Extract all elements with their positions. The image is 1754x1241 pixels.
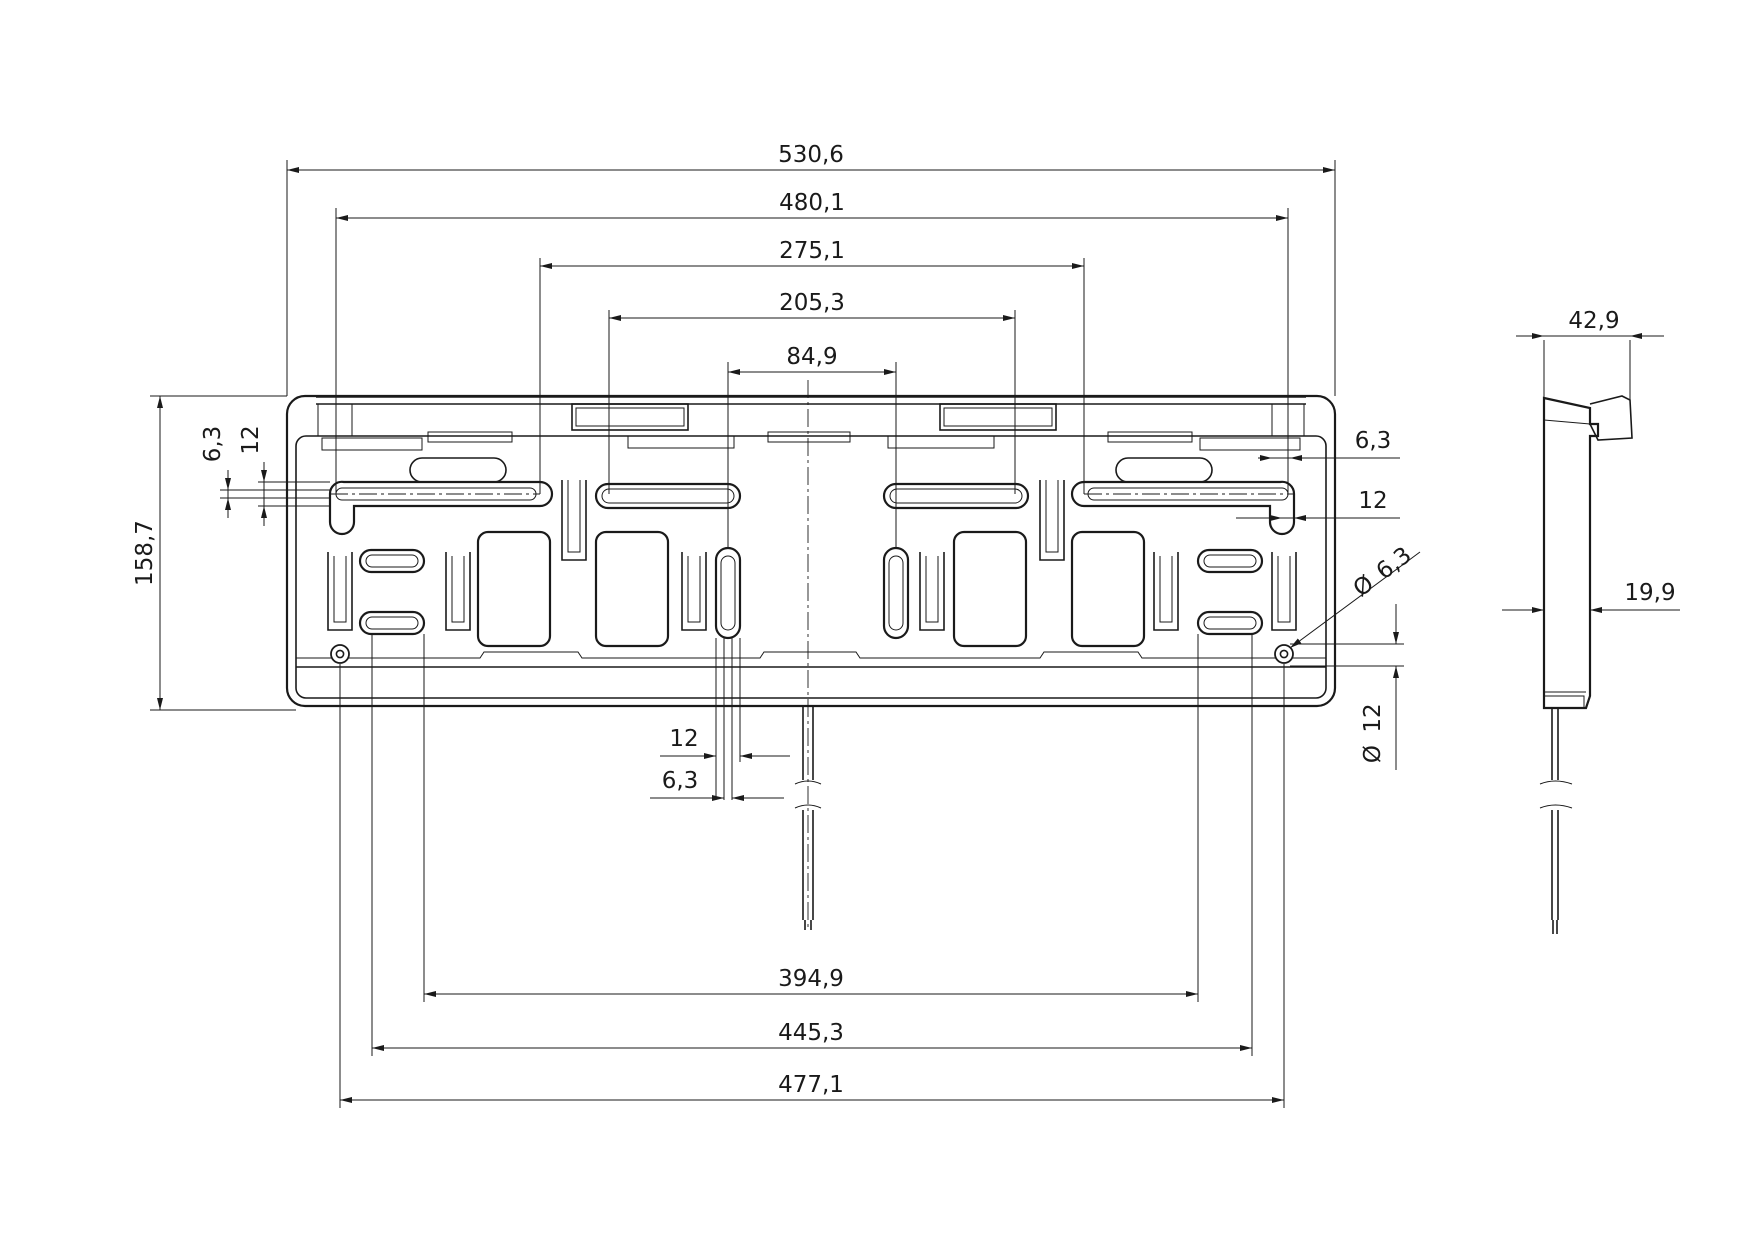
dim-outer-slot-span: 480,1	[779, 190, 845, 216]
dim-left-slot-pitch: 12	[238, 425, 264, 454]
l-slot-right	[1070, 480, 1296, 536]
upper-slot-right	[1115, 457, 1213, 483]
front-view	[285, 380, 1337, 930]
window-1	[476, 530, 552, 648]
dim-hole-diameter-symbol: Ø	[1349, 571, 1379, 603]
long-slot-r2	[882, 482, 1030, 510]
dim-lower-span-a: 394,9	[778, 966, 844, 992]
dim-side-depth-top: 42,9	[1568, 308, 1619, 334]
dim-lower-span-b: 445,3	[778, 1020, 844, 1046]
window-3	[952, 530, 1028, 648]
mounting-hole-right	[1274, 644, 1294, 664]
short-slot-l-top	[358, 548, 426, 574]
side-profile	[1542, 396, 1600, 710]
long-slot-l2	[594, 482, 742, 510]
top-clip-right	[939, 403, 1057, 431]
dim-bottom-slot-pitch: 12	[669, 726, 698, 752]
vertical-slot-left	[714, 546, 742, 640]
dim-hole-diameter: 6,3	[1372, 542, 1417, 585]
vertical-slot-right	[882, 546, 910, 640]
l-slot-left	[328, 480, 554, 536]
side-view: 42,9 19,9	[1502, 308, 1680, 934]
dim-bottom-slot-width: 6,3	[662, 768, 699, 794]
dim-boss-diameter: 12	[1360, 703, 1386, 732]
window-2	[594, 530, 670, 648]
dim-right-slot-width: 6,3	[1355, 428, 1392, 454]
dim-lower-span-c: 477,1	[778, 1072, 844, 1098]
short-slot-r-top	[1196, 548, 1264, 574]
cable	[802, 706, 814, 920]
front-dimensions: 530,6 480,1 275,1 205,3 84,9 158,7 6,3 1…	[132, 142, 1421, 1108]
dim-overall-height: 158,7	[132, 520, 158, 586]
short-slot-r-bot	[1196, 610, 1264, 636]
dim-left-slot-width: 6,3	[200, 426, 226, 463]
dim-overall-width: 530,6	[778, 142, 844, 168]
short-slot-l-bot	[358, 610, 426, 636]
dim-inner-slot-span-b: 205,3	[779, 290, 845, 316]
dim-side-depth-body: 19,9	[1624, 580, 1675, 606]
mounting-hole-left	[330, 644, 350, 664]
dim-inner-slot-span-a: 275,1	[779, 238, 845, 264]
plate-inner-frame	[295, 435, 1327, 699]
top-clip-left	[571, 403, 689, 431]
side-cable	[1551, 708, 1559, 920]
dim-center-slot-span: 84,9	[786, 344, 837, 370]
upper-slot-left	[409, 457, 507, 483]
dim-right-slot-pitch: 12	[1358, 488, 1387, 514]
dim-boss-diameter-symbol: Ø	[1360, 745, 1386, 763]
window-4	[1070, 530, 1146, 648]
